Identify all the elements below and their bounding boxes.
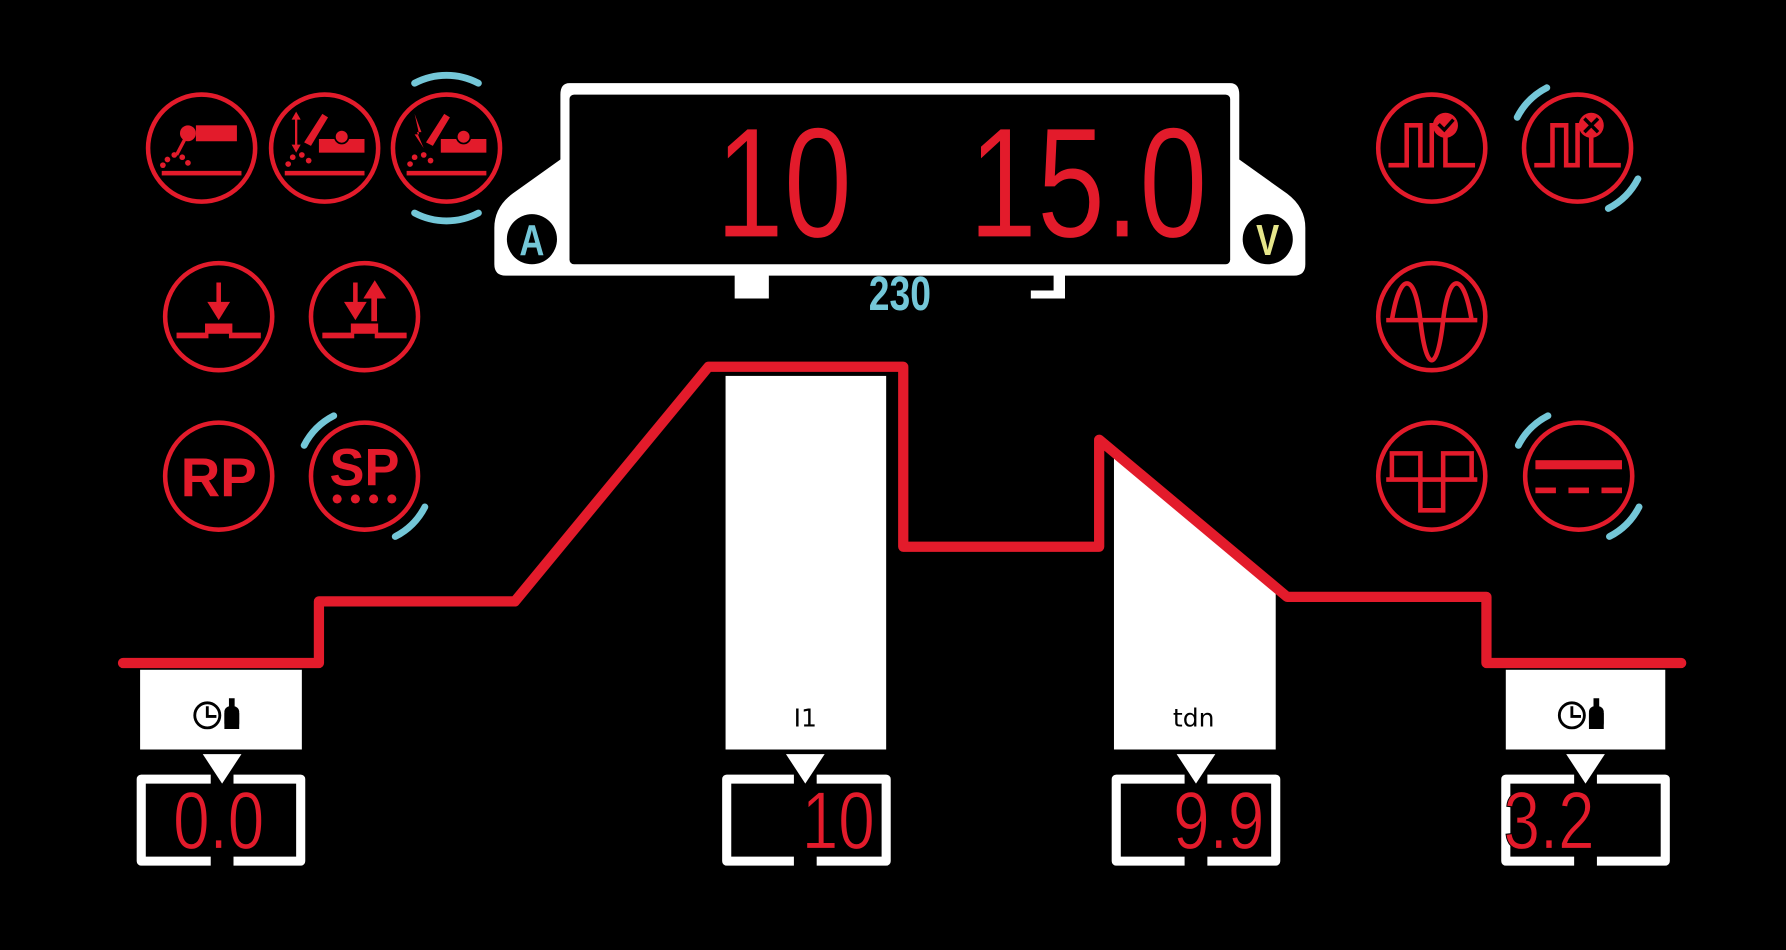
tig-hf-icon	[406, 113, 487, 176]
mode-mma-button[interactable]	[145, 92, 258, 204]
pulse-off-button[interactable]	[1513, 84, 1642, 212]
current-readout: 10	[716, 94, 852, 270]
selected-indicator	[411, 71, 482, 225]
voltage-unit-badge: V	[1242, 214, 1293, 265]
pulse-cross-icon	[1534, 112, 1621, 168]
main-display: A V 10 15.0 230	[494, 83, 1306, 321]
dc-button[interactable]	[1514, 412, 1643, 540]
selector-arrow-icon	[1566, 754, 1605, 784]
sp-label: SP	[330, 439, 400, 497]
selected-indicator	[1514, 412, 1643, 540]
selected-indicator	[300, 412, 429, 540]
param-value: 9.9	[1173, 775, 1264, 867]
svg-text:A: A	[519, 218, 544, 265]
tig-lift-icon	[284, 111, 365, 176]
pulse-check-icon	[1388, 112, 1476, 168]
selected-indicator	[1513, 84, 1642, 212]
pulse-on-button[interactable]	[1375, 92, 1488, 204]
trigger-4t-button[interactable]	[308, 260, 421, 373]
ac-sine-button[interactable]	[1375, 260, 1488, 373]
square-wave-icon	[1386, 451, 1478, 513]
arrow-down-up-icon	[322, 280, 407, 339]
voltage-readout: 15.0	[969, 94, 1208, 270]
param-highlight-tdn	[1113, 455, 1276, 750]
mode-tig-lift-button[interactable]	[268, 92, 381, 204]
rp-button[interactable]: RP	[162, 420, 275, 532]
param-value: 10	[802, 775, 875, 867]
param-highlight-i1	[725, 375, 887, 750]
param-value: 0.0	[173, 775, 264, 867]
arrow-down-icon	[176, 282, 261, 339]
param-post-gas[interactable]: 3.2	[1501, 696, 1670, 867]
ac-square-button[interactable]	[1375, 420, 1488, 532]
trigger-2t-button[interactable]	[162, 260, 275, 373]
mains-voltage: 230	[869, 267, 931, 321]
selector-arrow-icon	[785, 754, 825, 784]
dc-symbol-icon	[1535, 460, 1622, 494]
param-value: 3.2	[1503, 775, 1594, 867]
selector-arrow-icon	[1176, 754, 1216, 784]
svg-text:V: V	[1256, 218, 1279, 265]
current-profile-line	[117, 361, 1687, 669]
weld-cycle-graph	[117, 361, 1687, 750]
electrode-icon	[160, 125, 242, 176]
param-tdn[interactable]: tdn 9.9	[1111, 704, 1281, 867]
param-i1[interactable]: I1 10	[722, 704, 891, 867]
sp-button[interactable]: SP	[300, 412, 429, 540]
mode-tig-hf-button[interactable]	[390, 71, 503, 225]
rp-label: RP	[181, 448, 257, 509]
param-label: I1	[794, 704, 817, 733]
sine-wave-icon	[1386, 281, 1478, 363]
current-unit-badge: A	[506, 214, 557, 265]
param-label: tdn	[1173, 704, 1215, 733]
param-pre-gas[interactable]: 0.0	[136, 696, 306, 867]
selector-arrow-icon	[202, 754, 242, 784]
